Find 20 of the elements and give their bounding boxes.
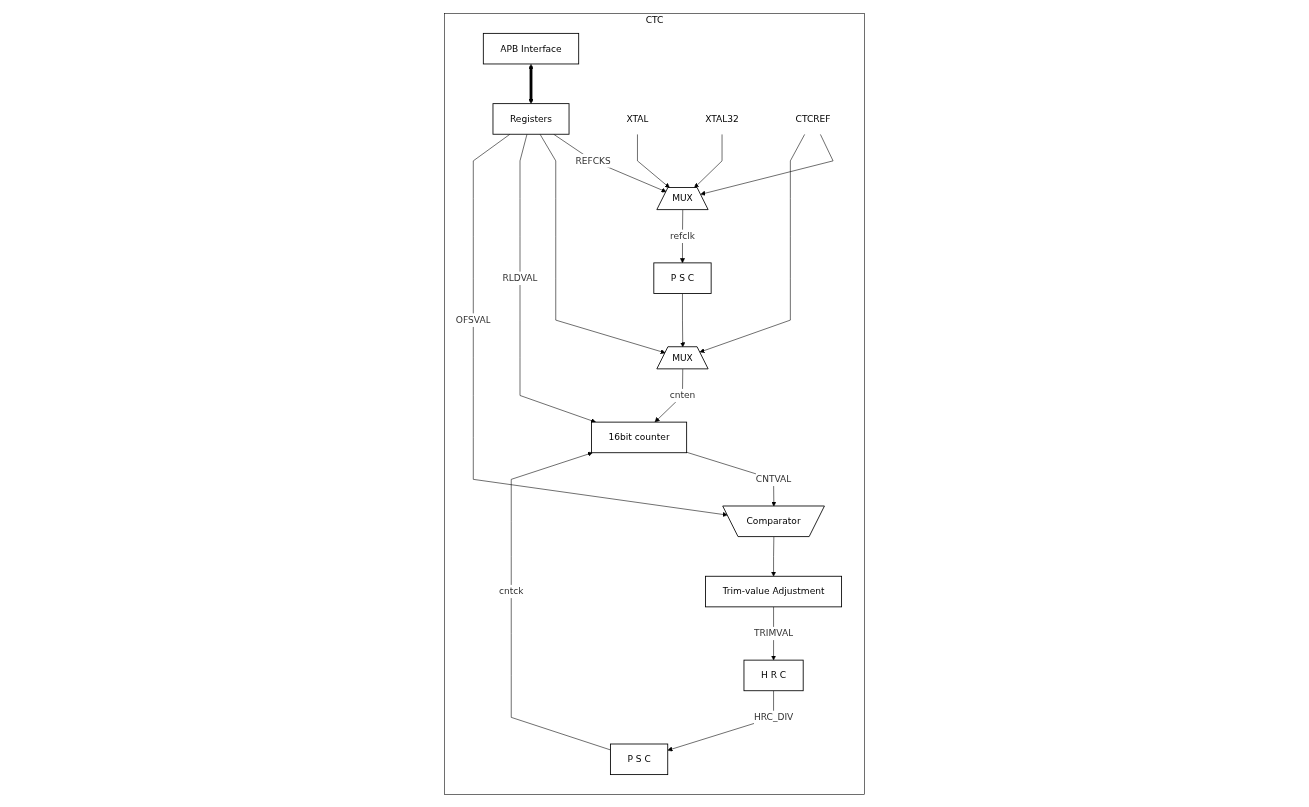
node-box: H R C [743,659,804,691]
edge-label: OFSVAL [455,313,491,325]
edge-label: HRC_DIV [753,711,794,722]
node-box: P S C [653,261,712,294]
edge-label: CNTVAL [755,473,792,484]
edge-label: REFCKS [575,154,611,166]
node-text: CTCREF [795,112,831,124]
edge-label: cntck [498,585,524,597]
node-box: Trim-value Adjustment [705,575,842,607]
node-box: 16bit counter [591,421,688,453]
edge-label: RLDVAL [502,272,538,283]
node-text: XTAL32 [705,112,739,124]
arrow [528,63,534,104]
node-text: XTAL [626,112,649,124]
edge-label: cnten [669,389,696,401]
node-box: P S C [610,743,669,775]
node-box: APB Interface [482,32,580,64]
edge-label: TRIMVAL [753,627,794,639]
node-box: Registers [492,102,570,135]
edge-label: refclk [669,230,696,241]
